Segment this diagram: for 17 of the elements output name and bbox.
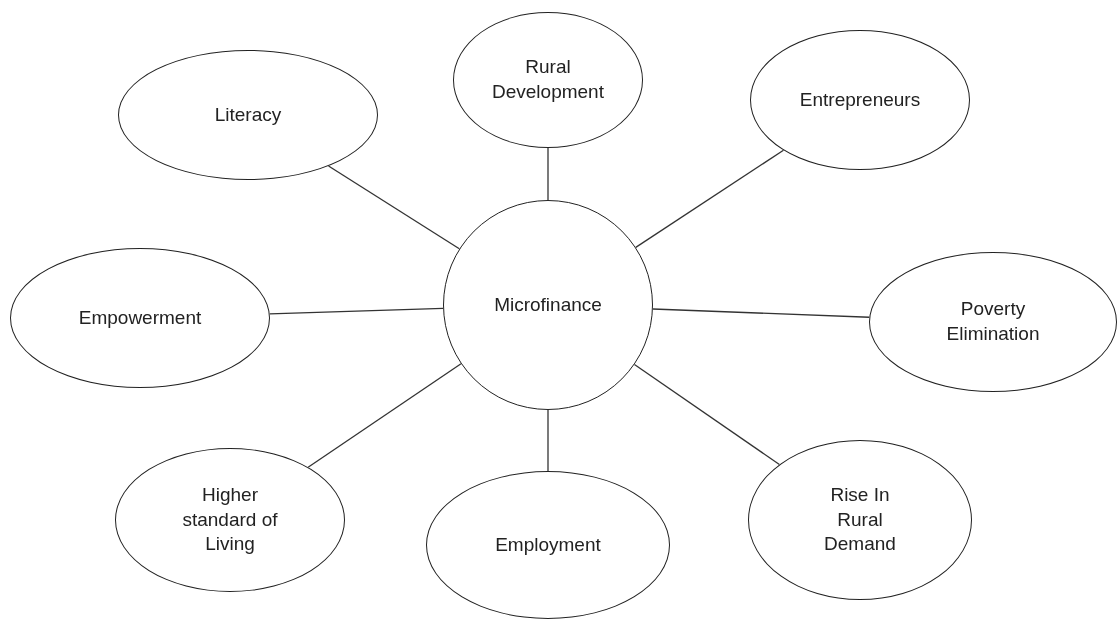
node-label: Entrepreneurs	[798, 87, 922, 112]
node-label: Empowerment	[77, 305, 203, 330]
node-label: Higher standard of Living	[181, 482, 279, 557]
connector-line	[307, 363, 462, 468]
node-label: Employment	[494, 532, 602, 557]
node-label: Rise In Rural Demand	[823, 482, 897, 557]
connector-line	[269, 307, 444, 315]
connector-line	[547, 409, 549, 472]
node-label: Poverty Elimination	[945, 297, 1041, 346]
connector-line	[635, 149, 785, 248]
node-label: Microfinance	[493, 292, 603, 317]
connector-line	[652, 308, 870, 318]
connector-line	[327, 165, 460, 250]
node-label: Rural Development	[491, 55, 605, 104]
connector-line	[633, 363, 781, 466]
connector-line	[547, 147, 549, 201]
node-label: Literacy	[213, 102, 283, 127]
